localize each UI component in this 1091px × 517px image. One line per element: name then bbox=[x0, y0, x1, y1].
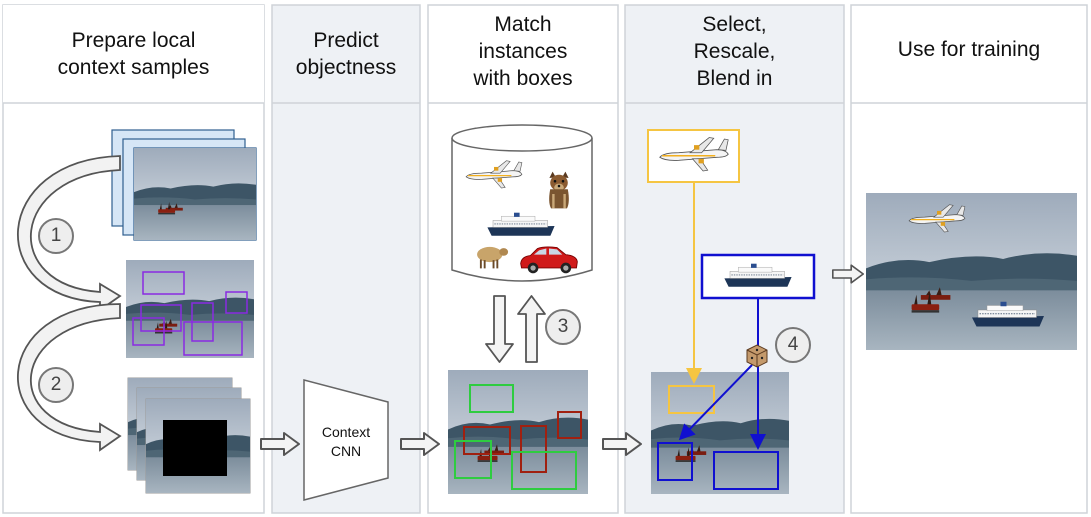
matched-boxes-image bbox=[448, 370, 588, 494]
blend-target-image bbox=[651, 372, 789, 494]
step-1-badge: 1 bbox=[38, 218, 74, 254]
step-3-badge: 3 bbox=[545, 309, 581, 345]
context-cnn-block bbox=[303, 379, 389, 501]
candidate-boxes-image bbox=[126, 260, 254, 358]
step-4-badge: 4 bbox=[775, 327, 811, 363]
training-image bbox=[866, 193, 1077, 350]
placement-arrows bbox=[678, 183, 766, 450]
context-cnn-label: Context CNN bbox=[321, 424, 371, 459]
dog-icon bbox=[547, 170, 571, 210]
column-4-title: Select, Rescale, Blend in bbox=[693, 13, 776, 90]
column-3-title: Match instances with boxes bbox=[473, 13, 573, 90]
dice-icon bbox=[746, 344, 768, 368]
column-1-title: Prepare local context samples bbox=[57, 29, 210, 79]
column-2-title: Predict objectness bbox=[295, 29, 397, 79]
column-5-title: Use for training bbox=[897, 38, 1041, 61]
step-2-badge: 2 bbox=[38, 367, 74, 403]
selected-instances bbox=[647, 129, 816, 300]
instance-database bbox=[451, 124, 593, 282]
masked-context-samples bbox=[127, 377, 251, 494]
curved-arrow-2 bbox=[17, 303, 122, 452]
match-arrows bbox=[485, 295, 546, 363]
source-image-stack bbox=[111, 129, 257, 241]
